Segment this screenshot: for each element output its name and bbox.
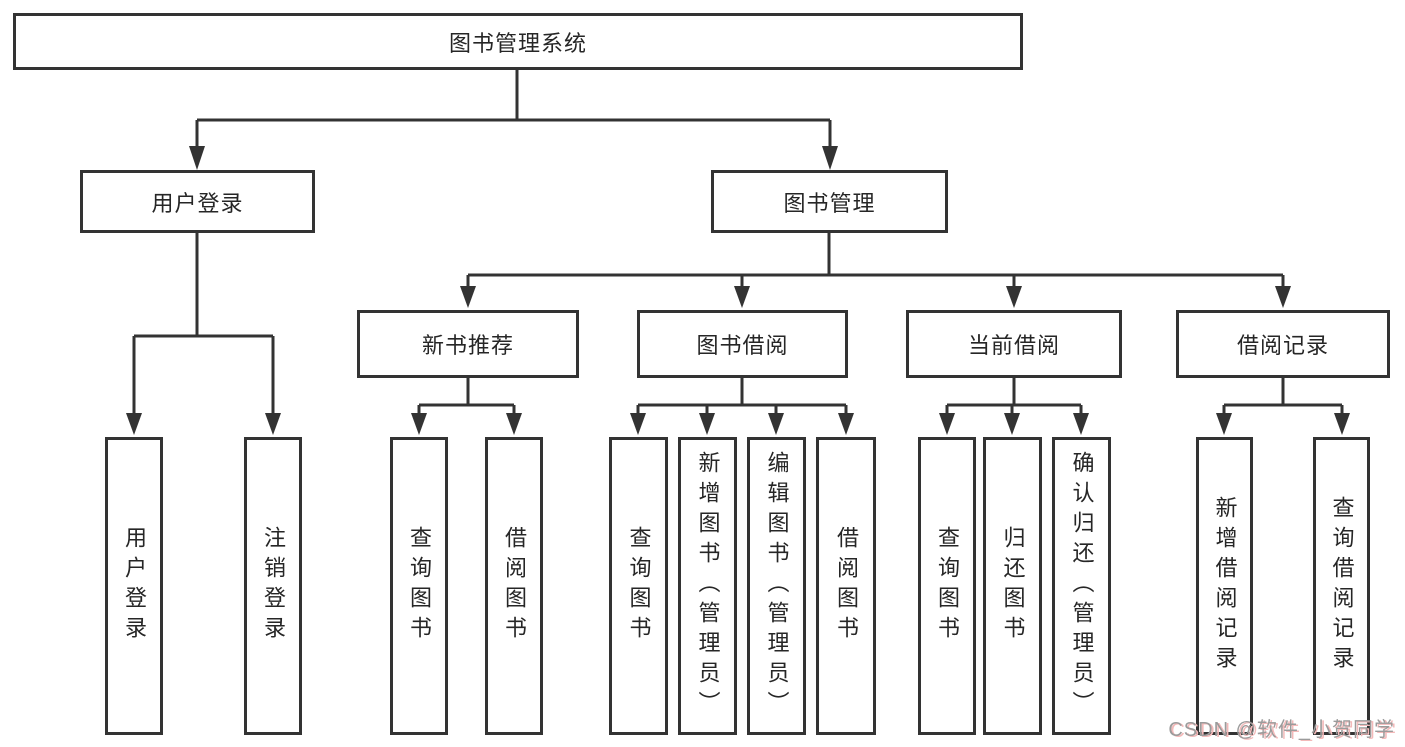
leaf-query-books-recommend: 查询图书 bbox=[390, 437, 448, 735]
leaf-label: 查询图书 bbox=[407, 526, 432, 646]
leaf-borrow-books: 借阅图书 bbox=[816, 437, 876, 735]
leaf-logout: 注销登录 bbox=[244, 437, 302, 735]
node-borrowing-records: 借阅记录 bbox=[1176, 310, 1390, 378]
leaf-query-books-borrowing: 查询图书 bbox=[609, 437, 668, 735]
node-label: 图书管理系统 bbox=[448, 30, 587, 56]
leaf-label: 借阅图书 bbox=[834, 526, 859, 646]
leaf-label: 确认归还（管理员） bbox=[1069, 451, 1095, 721]
node-user-login: 用户登录 bbox=[80, 170, 315, 233]
leaf-add-books-admin: 新增图书（管理员） bbox=[678, 437, 737, 735]
node-current-borrowing: 当前借阅 bbox=[906, 310, 1122, 378]
connector-book-borrowing bbox=[630, 378, 854, 435]
node-book-borrowing: 图书借阅 bbox=[637, 310, 848, 378]
leaf-label: 借阅图书 bbox=[502, 526, 527, 646]
leaf-return-books: 归还图书 bbox=[983, 437, 1042, 735]
node-library-management-system: 图书管理系统 bbox=[13, 13, 1023, 70]
connector-root bbox=[189, 70, 838, 170]
leaf-borrow-books-recommend: 借阅图书 bbox=[485, 437, 543, 735]
node-label: 图书借阅 bbox=[696, 333, 789, 358]
csdn-watermark: CSDN @软件_小贺同学 bbox=[1168, 719, 1395, 741]
node-new-book-recommendation: 新书推荐 bbox=[357, 310, 579, 378]
leaf-edit-books-admin: 编辑图书（管理员） bbox=[747, 437, 806, 735]
node-label: 图书管理 bbox=[783, 190, 876, 216]
leaf-label: 查询借阅记录 bbox=[1329, 496, 1355, 676]
leaf-label: 查询图书 bbox=[935, 526, 960, 646]
leaf-label: 注销登录 bbox=[261, 526, 286, 646]
node-label: 新书推荐 bbox=[421, 333, 514, 358]
leaf-query-books-current: 查询图书 bbox=[918, 437, 976, 735]
leaf-label: 编辑图书（管理员） bbox=[764, 451, 790, 721]
leaf-label: 归还图书 bbox=[1000, 526, 1026, 646]
connector-borrowing-records bbox=[1216, 378, 1350, 435]
connector-current-borrowing bbox=[939, 378, 1089, 435]
node-book-management: 图书管理 bbox=[711, 170, 948, 233]
leaf-label: 新增图书（管理员） bbox=[695, 451, 721, 721]
leaf-label: 用户登录 bbox=[122, 526, 147, 646]
leaf-confirm-return-admin: 确认归还（管理员） bbox=[1052, 437, 1111, 735]
leaf-user-login: 用户登录 bbox=[105, 437, 163, 735]
leaf-label: 新增借阅记录 bbox=[1212, 496, 1238, 676]
leaf-add-borrow-record: 新增借阅记录 bbox=[1196, 437, 1253, 735]
connector-book-management bbox=[460, 233, 1291, 308]
leaf-query-borrow-record: 查询借阅记录 bbox=[1313, 437, 1370, 735]
node-label: 借阅记录 bbox=[1236, 333, 1329, 358]
leaf-label: 查询图书 bbox=[626, 526, 652, 646]
connector-user-login bbox=[126, 233, 281, 435]
node-label: 用户登录 bbox=[151, 190, 244, 216]
connector-new-book-recommendation bbox=[411, 378, 522, 435]
node-label: 当前借阅 bbox=[967, 333, 1060, 358]
